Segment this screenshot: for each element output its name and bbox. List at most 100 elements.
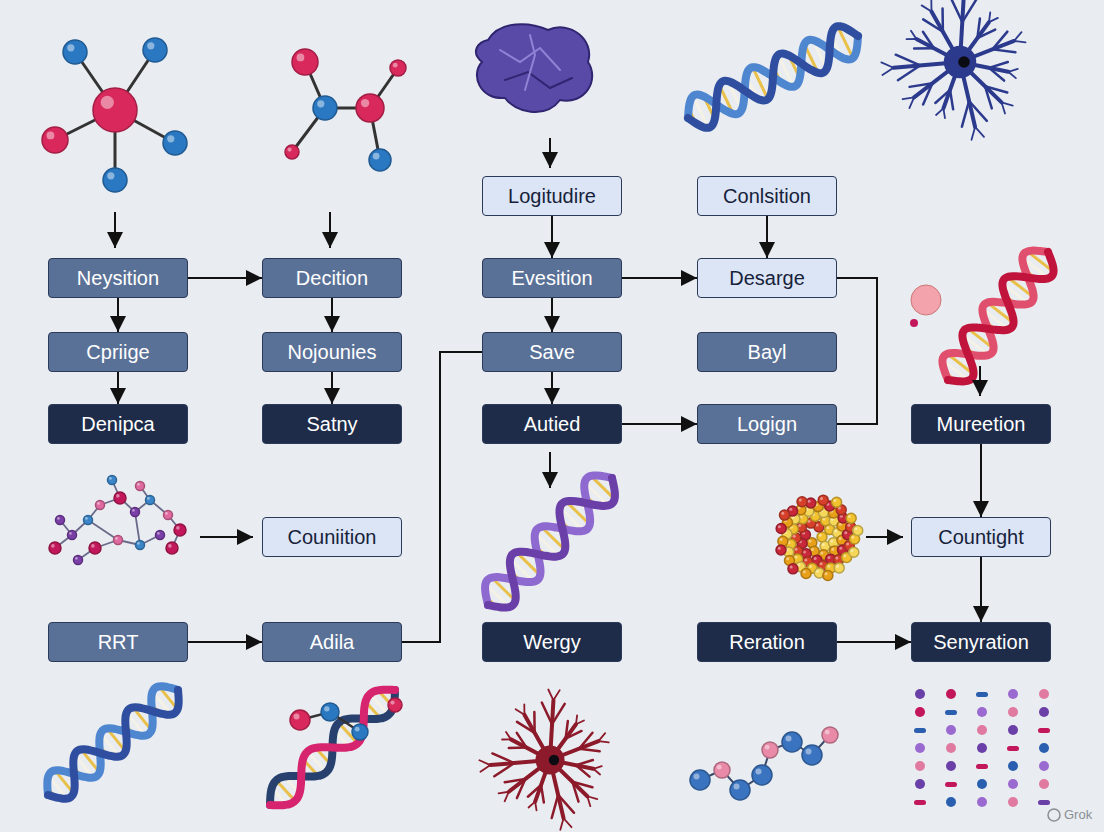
dot [1038,728,1050,733]
dot [914,728,926,733]
dot [910,319,918,327]
bond-line [88,520,118,540]
atom [290,710,310,730]
box-label: Countight [938,526,1024,548]
connector [117,298,119,332]
atom-shine [808,500,811,503]
dot [915,743,925,753]
atom-shine [830,539,833,542]
dendrite [969,101,987,121]
atom-shine [107,172,114,179]
atom-shine [157,532,160,535]
atom [63,40,87,64]
atom-shine [165,512,168,515]
atom-shine [168,544,172,548]
atom-shine [147,42,154,49]
neuron [881,0,1025,140]
atom-shine [825,572,828,575]
bead [752,765,772,785]
atom [156,531,165,540]
particle [801,568,811,578]
dendrite [1008,69,1017,72]
process-box: Neysition [48,258,188,298]
bond-line [700,735,830,790]
dendrite [914,47,934,50]
dendrite [542,703,552,725]
protein-fold [500,48,560,70]
atom [163,131,187,155]
dendrite [509,746,527,749]
dendrite [492,753,514,763]
atom [89,542,101,554]
process-box: Couniition [262,517,402,557]
dendrite [517,733,527,748]
bead-chain [690,727,838,800]
process-box: Denipca [48,404,188,444]
atom-shine [324,706,329,711]
atom-shine [115,537,118,540]
atom [42,127,68,153]
dendrite [977,19,980,39]
atom-shine [820,551,823,554]
dot [1039,761,1049,771]
atom-shine [816,570,819,573]
molecule-network [49,476,186,565]
atom-shine [67,44,74,51]
bead [762,742,778,758]
dendrite [516,709,525,714]
atom [49,542,61,554]
process-box: Reration [697,622,837,662]
dendrite [936,108,943,115]
pointer-arrow [114,212,116,248]
dendrite [989,18,998,22]
helix-strand [688,26,858,128]
dot [946,743,956,753]
dendrite [517,722,535,733]
box-label: Mureetion [937,413,1026,435]
connector [837,278,877,424]
dendrite [930,0,932,11]
atom-shine [101,96,114,109]
dna-helix [47,686,178,798]
dot [1008,779,1018,789]
box-label: Denipca [81,413,154,435]
dot [1008,797,1018,807]
box-label: Desarge [729,267,805,289]
atom-shine [851,549,854,552]
connector [551,298,553,332]
process-box: Cpriige [48,332,188,372]
atom-shine [69,532,72,535]
dendrite [598,733,605,741]
particle [834,563,844,573]
dendrite [1014,41,1026,42]
sphere [911,285,941,315]
dna-helix [942,251,1053,382]
dendrite [576,765,590,776]
box-label: Nojounies [288,341,377,363]
dendrite [943,108,945,118]
particle [849,547,859,557]
dendrite [553,690,559,700]
box-label: Autied [524,413,581,435]
particle [776,545,786,555]
pointer-arrow [979,366,981,396]
atom [321,703,339,721]
process-box: Bayl [697,332,837,372]
atom-shine [717,765,722,770]
box-label: RRT [98,631,139,653]
atom-shine [147,497,150,500]
atom-shine [819,534,822,537]
process-box: Satny [262,404,402,444]
dot [915,689,925,699]
dot [1008,707,1018,717]
neuron [479,689,608,829]
atom-shine [798,524,801,527]
box-label: Logitudire [508,185,596,207]
dendrite [548,689,553,700]
atom-shine [756,769,762,775]
atom-shine [694,774,700,780]
atom-shine [361,99,369,107]
dendrite [951,0,962,22]
dendrite [882,68,893,75]
